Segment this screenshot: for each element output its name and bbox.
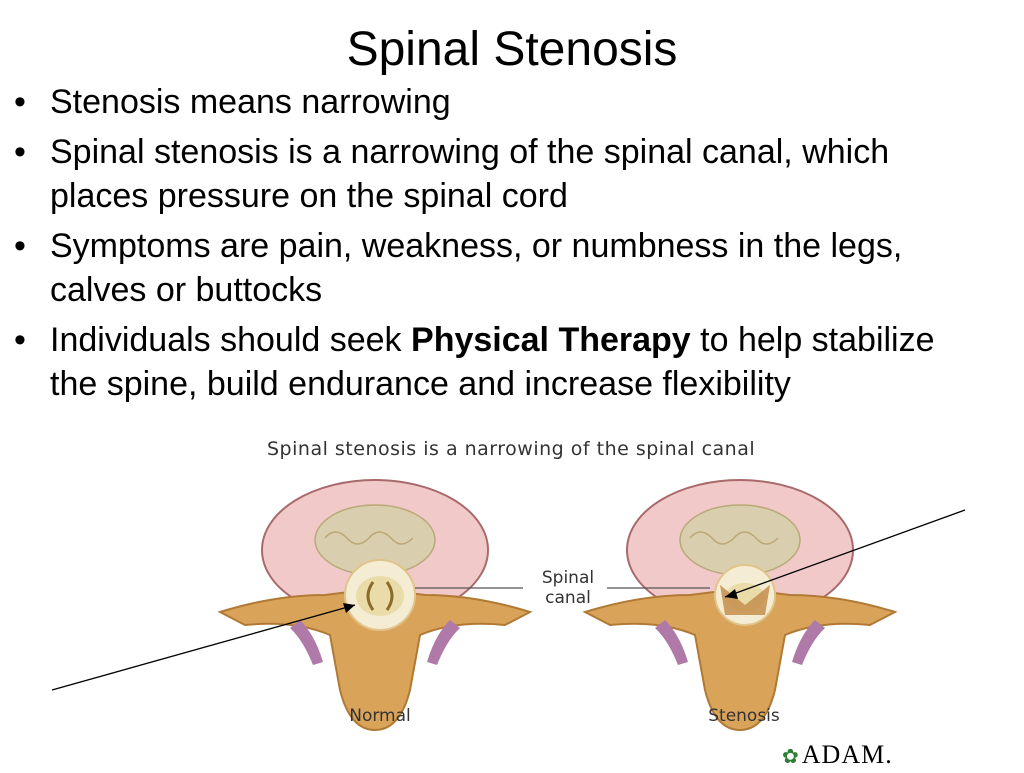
bullet-text: Spinal stenosis is a narrowing of the sp…: [50, 133, 890, 215]
slide-title: Spinal Stenosis: [346, 23, 678, 76]
bullet-item: • Spinal stenosis is a narrowing of the …: [0, 130, 980, 218]
normal-label: Normal: [349, 706, 411, 726]
spinal-canal-label-line1: Spinal: [541, 568, 595, 588]
normal-vertebra: [217, 479, 533, 732]
bullet-item: • Individuals should seek Physical Thera…: [0, 318, 980, 406]
bullet-item: • Stenosis means narrowing: [0, 80, 980, 124]
bullet-text-bold: Physical Therapy: [411, 321, 691, 359]
bullet-marker: •: [14, 227, 26, 265]
vertebrae-drawing: [217, 479, 898, 732]
bullet-text: Stenosis means narrowing: [50, 83, 451, 121]
bullet-marker: •: [14, 133, 26, 171]
bullet-text-pre: Individuals should seek: [50, 321, 412, 359]
adam-logo: ✿ADAM.: [782, 740, 893, 770]
stenosis-vertebra: [582, 479, 898, 732]
bullet-marker: •: [14, 83, 26, 121]
spinal-canal-label-line2: canal: [545, 588, 591, 608]
leaf-icon: ✿: [782, 746, 800, 768]
bullet-item: • Symptoms are pain, weakness, or numbne…: [0, 224, 980, 312]
bullet-list: • Stenosis means narrowing • Spinal sten…: [0, 80, 980, 412]
stenosis-illustration: Spinal stenosis is a narrowing of the sp…: [205, 430, 965, 768]
figure-caption: Spinal stenosis is a narrowing of the sp…: [267, 438, 756, 460]
adam-logo-text: ADAM.: [801, 740, 893, 769]
stenosis-label: Stenosis: [708, 706, 780, 726]
bullet-text-post: to help stabilize the spine, build endur…: [50, 321, 935, 403]
bullet-text: Symptoms are pain, weakness, or numbness…: [50, 227, 903, 309]
bullet-marker: •: [14, 321, 26, 359]
spinal-canal-label: Spinal canal: [527, 568, 609, 608]
